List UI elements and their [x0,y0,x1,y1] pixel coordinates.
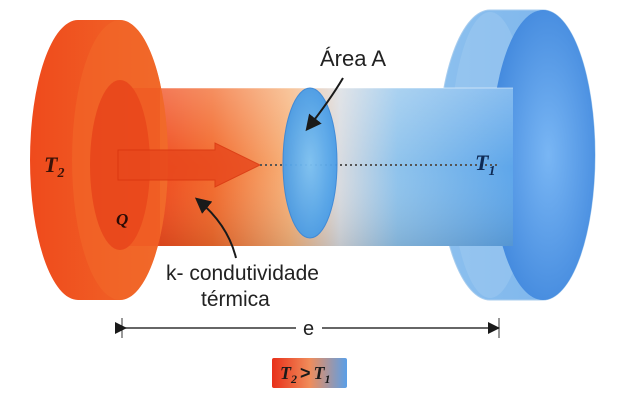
thickness-label: e [303,318,314,340]
heat-flow-arrow [117,142,262,188]
heat-label: Q [116,210,128,229]
svg-text:T2>T1: T2>T1 [280,363,331,386]
thickness-dimension [115,318,500,338]
area-disc [282,87,338,239]
temperature-legend: T2>T1 [272,358,347,388]
t-hot-label: T2 [44,152,64,181]
t-cold-label: T1 [475,150,495,179]
area-label: Área A [320,46,386,71]
area-pointer-arrow [305,77,344,132]
conductivity-label-line1: k- condutividade [166,262,319,285]
conductivity-label-line2: térmica [201,288,270,311]
conductivity-pointer-arrow [194,197,237,259]
